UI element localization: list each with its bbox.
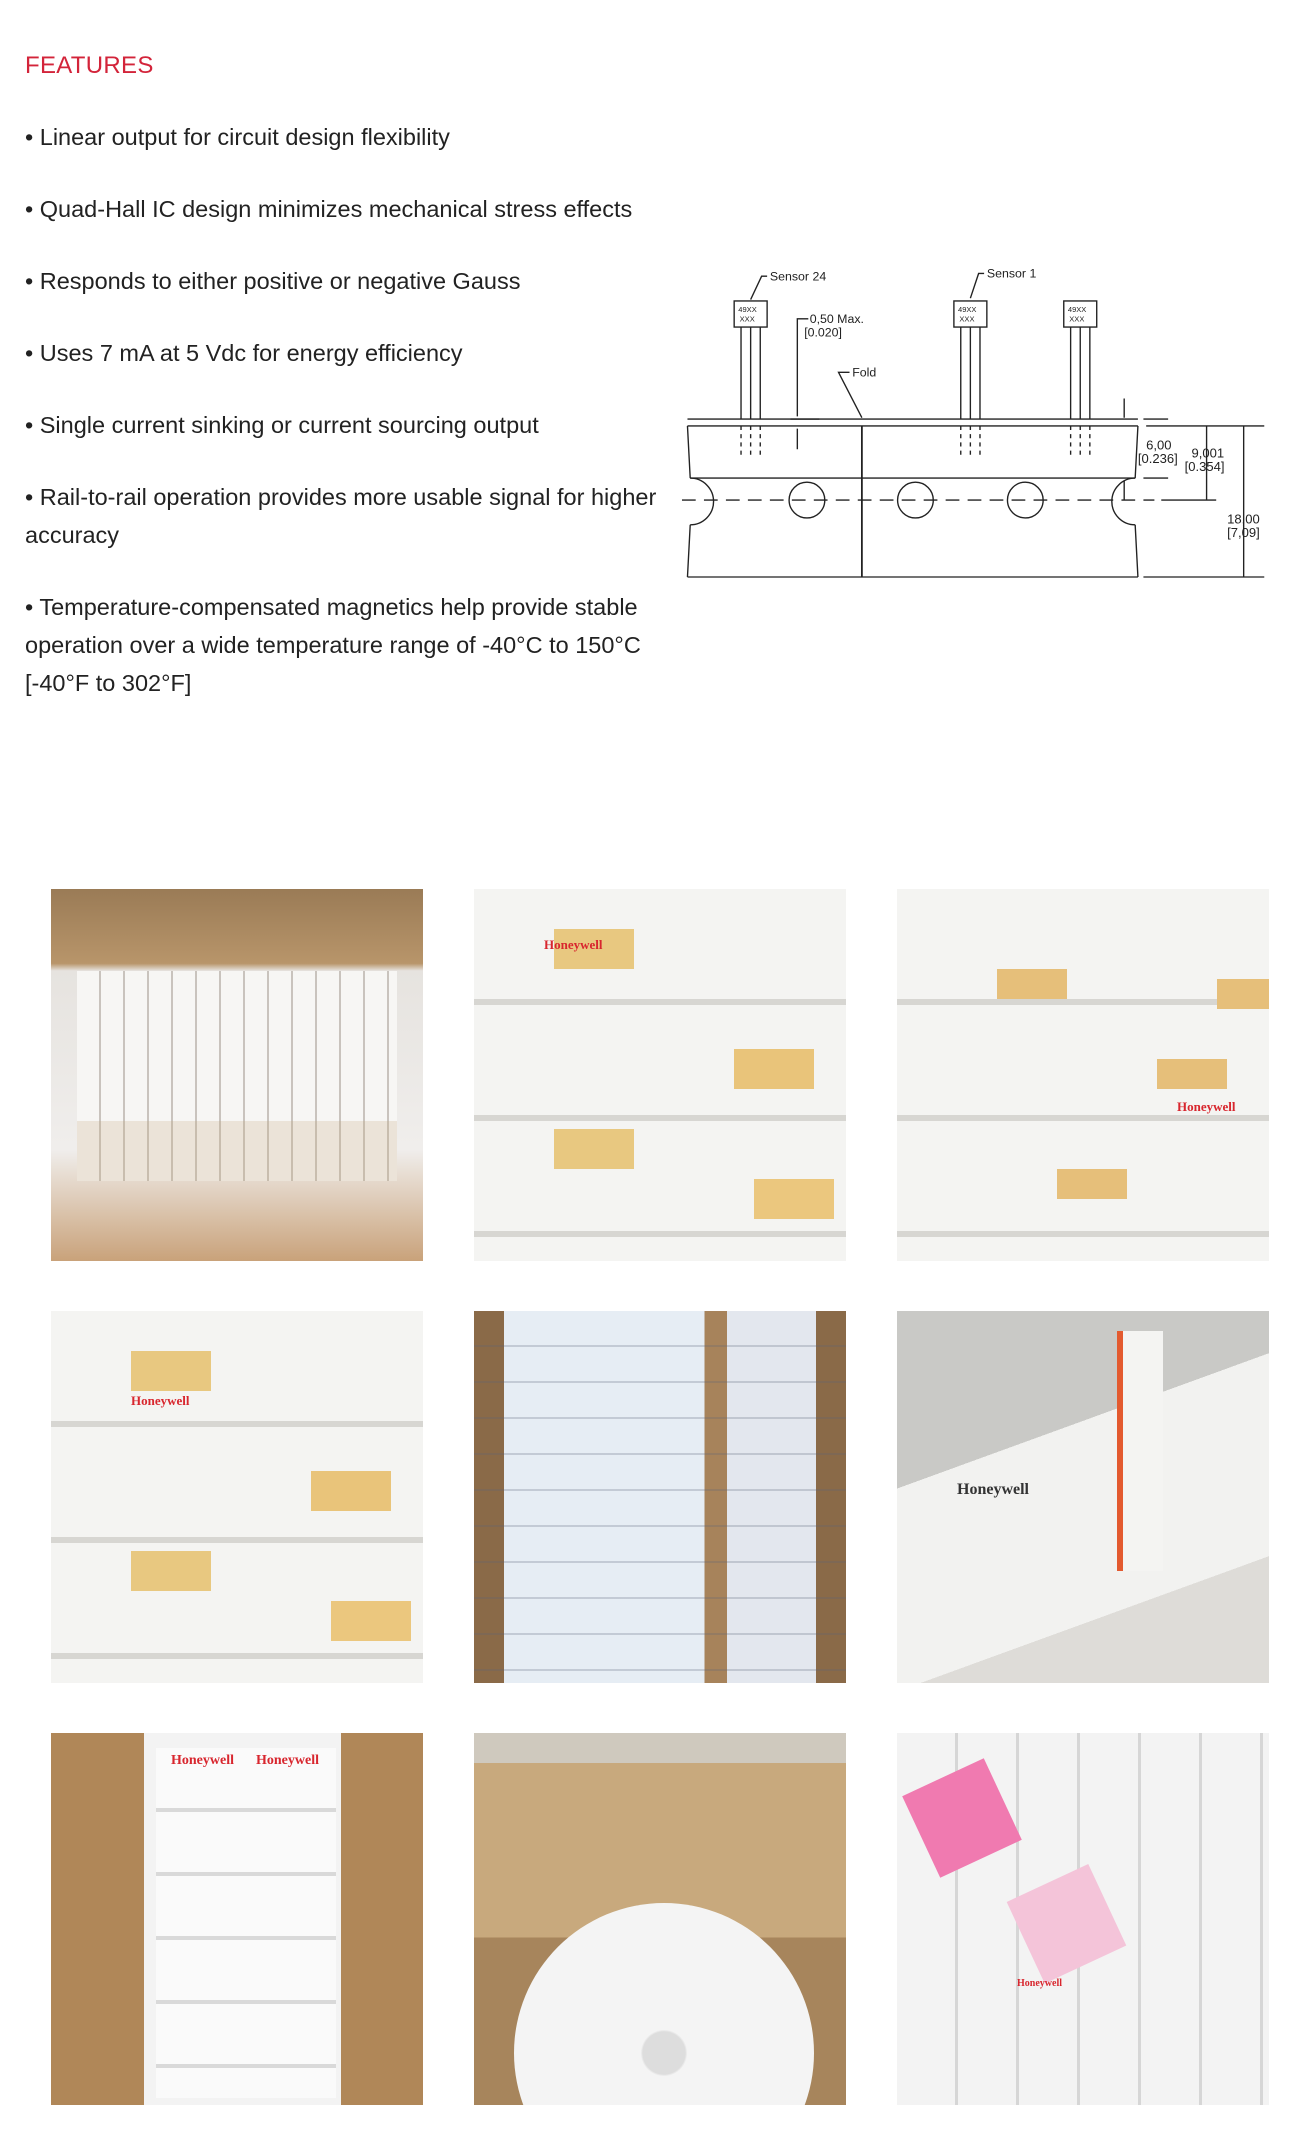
svg-text:XXX: XXX (1069, 315, 1084, 324)
sensor-24: 49XX XXX (733, 300, 768, 458)
brand-label: Honeywell (957, 1481, 1029, 1498)
svg-text:XXX: XXX (740, 315, 755, 324)
sensor-1-label: Sensor 1 (987, 267, 1037, 281)
brand-label: Honeywell (1177, 1099, 1236, 1114)
photo-honeywell-box[interactable]: Honeywell (897, 1311, 1269, 1683)
dim-9mm: 9,001 (1191, 446, 1224, 461)
features-heading: FEATURES (25, 52, 154, 79)
sprocket-hole (1006, 481, 1044, 519)
photo-honeywell-boxes[interactable]: Honeywell Honeywell (51, 1733, 423, 2105)
feature-item: • Temperature-compensated magnetics help… (25, 594, 641, 696)
photo-reel-in-carton[interactable] (474, 1733, 846, 2105)
dim-9in: [0.354] (1185, 459, 1225, 474)
max-in-label: [0.020] (804, 326, 842, 340)
features-list: • Linear output for circuit design flexi… (25, 118, 665, 736)
sprocket-hole (788, 481, 826, 519)
brand-label: Honeywell (544, 937, 603, 952)
max-mm-label: 0,50 Max. (810, 312, 864, 326)
dim-6mm: 6,00 (1146, 437, 1171, 452)
sensor-1: 49XX XXX (953, 300, 988, 458)
tape-dimension-diagram: 49XX XXX 49XX XXX 49XX XXX Sensor 24 Sen… (681, 267, 1265, 578)
feature-item: • Linear output for circuit design flexi… (25, 124, 450, 150)
photo-opened-boxes[interactable]: Honeywell (897, 1733, 1269, 2105)
feature-item: • Quad-Hall IC design minimizes mechanic… (25, 196, 633, 222)
photo-labeled-packs-1[interactable]: Honeywell (474, 889, 846, 1261)
svg-text:49XX: 49XX (1068, 305, 1086, 314)
sensor-next: 49XX XXX (1063, 300, 1098, 458)
feature-item: • Single current sinking or current sour… (25, 412, 539, 438)
tape (681, 418, 1155, 578)
brand-label: Honeywell (131, 1393, 190, 1408)
feature-item: • Responds to either positive or negativ… (25, 268, 521, 294)
photo-box-of-sensor-packs[interactable] (51, 889, 423, 1261)
photo-labeled-packs-2[interactable]: Honeywell (897, 889, 1269, 1261)
feature-item: • Rail-to-rail operation provides more u… (25, 484, 657, 548)
dim-6in: [0.236] (1138, 451, 1178, 466)
product-photo-grid: Honeywell Honeywell Honeywell Honeywell … (51, 889, 1269, 2105)
photo-labeled-packs-3[interactable]: Honeywell (51, 1311, 423, 1683)
sensor-24-label: Sensor 24 (770, 269, 826, 283)
dim-18in: [7,09] (1227, 525, 1260, 540)
brand-label: Honeywell (171, 1753, 234, 1768)
svg-text:XXX: XXX (959, 315, 974, 324)
sprocket-hole (896, 481, 934, 519)
feature-item: • Uses 7 mA at 5 Vdc for energy efficien… (25, 340, 463, 366)
brand-label: Honeywell (1017, 1978, 1062, 1989)
svg-text:49XX: 49XX (958, 305, 976, 314)
photo-packs-in-carton[interactable] (474, 1311, 846, 1683)
fold-label: Fold (852, 365, 876, 379)
brand-label: Honeywell (256, 1753, 319, 1768)
svg-text:49XX: 49XX (738, 305, 756, 314)
dim-18mm: 18,00 (1227, 511, 1260, 526)
